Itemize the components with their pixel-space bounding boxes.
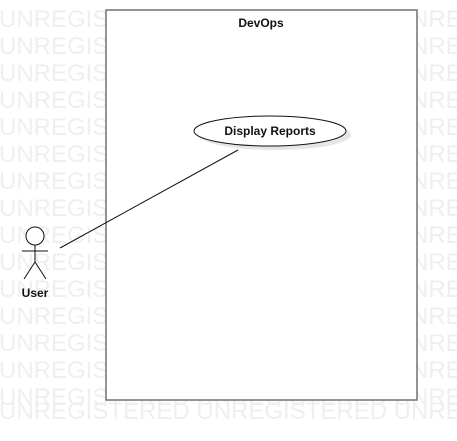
- stick-figure-actor-icon[interactable]: [22, 226, 48, 280]
- system-boundary[interactable]: DevOps: [105, 9, 418, 401]
- system-boundary-title: DevOps: [238, 16, 284, 30]
- watermark-row: UNREGISTERED UNREGISTERED UNREGISTERED: [0, 398, 457, 425]
- actor-user[interactable]: User: [22, 226, 49, 300]
- use-case-display-reports[interactable]: Display Reports: [193, 115, 351, 150]
- system-boundary-frame[interactable]: [105, 9, 418, 401]
- actor-label: User: [22, 286, 49, 300]
- association-line[interactable]: [59, 149, 239, 249]
- use-case-label: Display Reports: [224, 124, 316, 138]
- use-case-ellipse[interactable]: [193, 115, 347, 147]
